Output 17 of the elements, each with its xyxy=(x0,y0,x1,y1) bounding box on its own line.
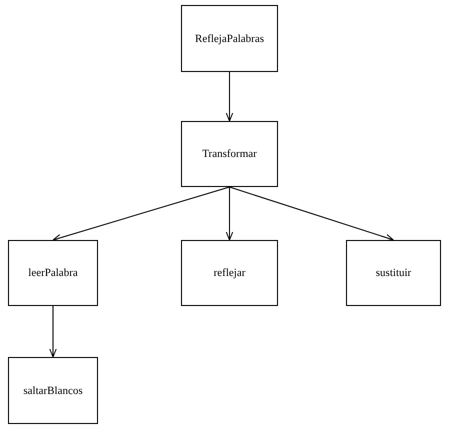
module-box xyxy=(8,240,98,306)
arrow xyxy=(226,72,234,122)
module-name: ReflejaPalabras xyxy=(194,32,264,44)
module-box xyxy=(181,5,278,72)
module-box xyxy=(181,121,278,187)
module-box xyxy=(181,240,278,306)
module-name: Transformar xyxy=(202,148,257,160)
arrow xyxy=(229,186,394,242)
arrow xyxy=(49,306,57,358)
module-name: reflejar xyxy=(214,267,246,279)
module-name: saltarBlancos xyxy=(23,384,83,396)
module-box xyxy=(346,240,441,306)
module-box xyxy=(8,357,98,424)
module-name: leerPalabra xyxy=(28,267,78,279)
arrow xyxy=(226,186,234,240)
module-name: sustituir xyxy=(376,267,412,279)
arrow xyxy=(52,186,230,242)
